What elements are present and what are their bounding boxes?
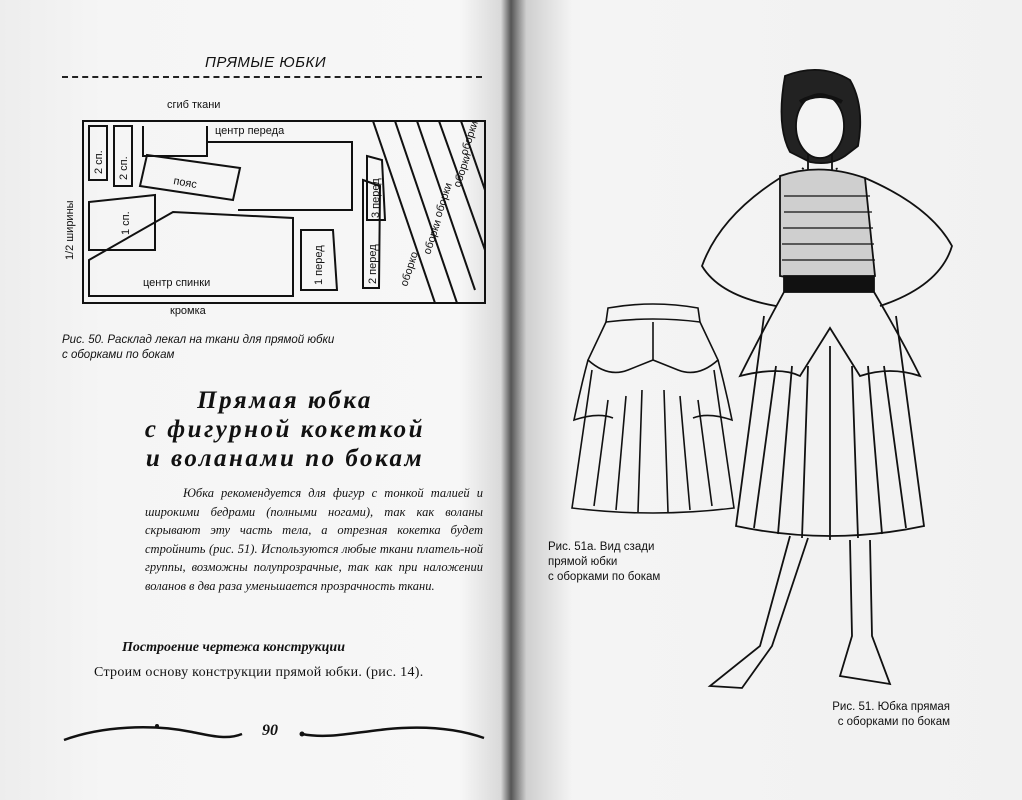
label-2sp-a: 2 сп. xyxy=(93,150,105,174)
ruffle-line-5 xyxy=(460,120,486,191)
figure-51-caption: Рис. 51. Юбка прямая с оборками по бокам xyxy=(810,700,950,730)
back-pleat-lines xyxy=(593,389,713,513)
figure-51a-caption: Рис. 51а. Вид сзади прямой юбки с оборка… xyxy=(548,540,660,585)
figure-51-caption-line-2: с оборками по бокам xyxy=(837,716,950,728)
piece-front-1 xyxy=(300,229,339,291)
ruffle-line-2 xyxy=(394,120,458,304)
label-ruffle-2: оборки xyxy=(451,151,473,189)
section-title-line-2: с фигурной кокеткой xyxy=(144,416,426,443)
top-stripes xyxy=(782,195,875,261)
figure-51a-caption-line-1: Рис. 51а. Вид сзади xyxy=(548,541,655,553)
figure-51a-caption-line-3: с оборками по бокам xyxy=(548,571,661,583)
footer-dot-left xyxy=(155,724,159,728)
piece-front-top xyxy=(142,126,208,157)
label-ruffle-4: оборки xyxy=(421,218,443,256)
figure-50-caption-line-2: с оборками по бокам xyxy=(62,349,175,361)
fringe xyxy=(798,94,843,104)
label-center-back: центр спинки xyxy=(143,277,210,289)
label-belt: пояс xyxy=(172,175,198,191)
front-yoke-ruffles xyxy=(738,291,922,378)
section-title: Прямая юбка с фигурной кокеткой и волана… xyxy=(95,386,475,473)
footer-swirl-left xyxy=(63,726,243,742)
label-front-3: 3 перед xyxy=(370,178,382,218)
left-arm xyxy=(701,177,781,307)
section-title-line-1: Прямая юбка xyxy=(197,387,373,414)
construction-subheading: Построение чертежа конструкции xyxy=(122,640,345,655)
piece-2sp-b xyxy=(113,125,133,187)
ruffle-line-1 xyxy=(372,120,436,304)
woman-front-view-illustration xyxy=(701,68,953,689)
running-header: ПРЯМЫЕ ЮБКИ xyxy=(205,54,327,71)
piece-front-3 xyxy=(366,154,387,221)
waistband xyxy=(783,275,875,293)
label-front-1: 1 перед xyxy=(313,245,325,285)
right-leg xyxy=(838,539,892,686)
footer-swirl-right xyxy=(301,726,485,740)
cropped-top xyxy=(779,168,876,281)
pattern-layout-diagram: сгиб ткани центр переда 1/2 ширины 2 сп.… xyxy=(55,100,495,320)
piece-1sp xyxy=(88,193,156,251)
back-ruffle-left xyxy=(572,359,614,422)
piece-belt xyxy=(138,153,242,202)
piece-front-2 xyxy=(362,178,382,289)
skirt-back-view-illustration xyxy=(571,303,735,514)
label-ruffle-3: оборки xyxy=(432,181,454,219)
label-ruffle-5: оборко xyxy=(398,250,420,288)
pattern-layout-svg: сгиб ткани центр переда 1/2 ширины 2 сп.… xyxy=(64,100,486,317)
label-front-2: 2 перед xyxy=(367,244,379,284)
footer-ornament-svg xyxy=(63,724,485,742)
piece-2sp-a xyxy=(88,125,108,181)
label-half-width: 1/2 ширины xyxy=(64,200,76,260)
piece-center-front xyxy=(207,141,353,211)
label-selvage: кромка xyxy=(170,305,207,317)
front-pleat-lines xyxy=(753,346,907,540)
figure-51a-caption-line-2: прямой юбки xyxy=(548,556,618,568)
page-number: 90 xyxy=(262,722,278,739)
face xyxy=(795,93,845,159)
left-page: ПРЯМЫЕ ЮБКИ xyxy=(0,0,510,800)
left-leg xyxy=(707,535,809,689)
figure-50-caption: Рис. 50. Расклад лекал на ткани для прям… xyxy=(62,333,422,363)
page-footer: 90 xyxy=(62,718,486,748)
figure-51-caption-line-1: Рис. 51. Юбка прямая xyxy=(832,701,950,713)
back-ruffle-right xyxy=(692,359,734,422)
neck xyxy=(807,154,833,170)
figure-50-caption-line-1: Рис. 50. Расклад лекал на ткани для прям… xyxy=(62,334,335,346)
back-skirt-body xyxy=(571,369,735,514)
ruffle-line-3 xyxy=(416,120,476,291)
label-center-front: центр переда xyxy=(215,125,285,137)
header-divider xyxy=(62,76,482,78)
description-paragraph: Юбка рекомендуется для фигур с тонкой та… xyxy=(145,486,483,593)
section-title-line-3: и воланами по бокам xyxy=(145,445,425,472)
ruffle-line-4 xyxy=(438,120,486,251)
footer-dot-right xyxy=(299,731,305,737)
construction-body-text: Строим основу конструкции прямой юбки. (… xyxy=(94,665,424,680)
label-1sp: 1 сп. xyxy=(120,211,132,235)
label-fold: сгиб ткани xyxy=(167,100,220,111)
fabric-outline xyxy=(82,120,486,304)
piece-center-back xyxy=(88,210,294,297)
label-2sp-b: 2 сп. xyxy=(118,156,130,180)
right-arm xyxy=(864,177,953,307)
